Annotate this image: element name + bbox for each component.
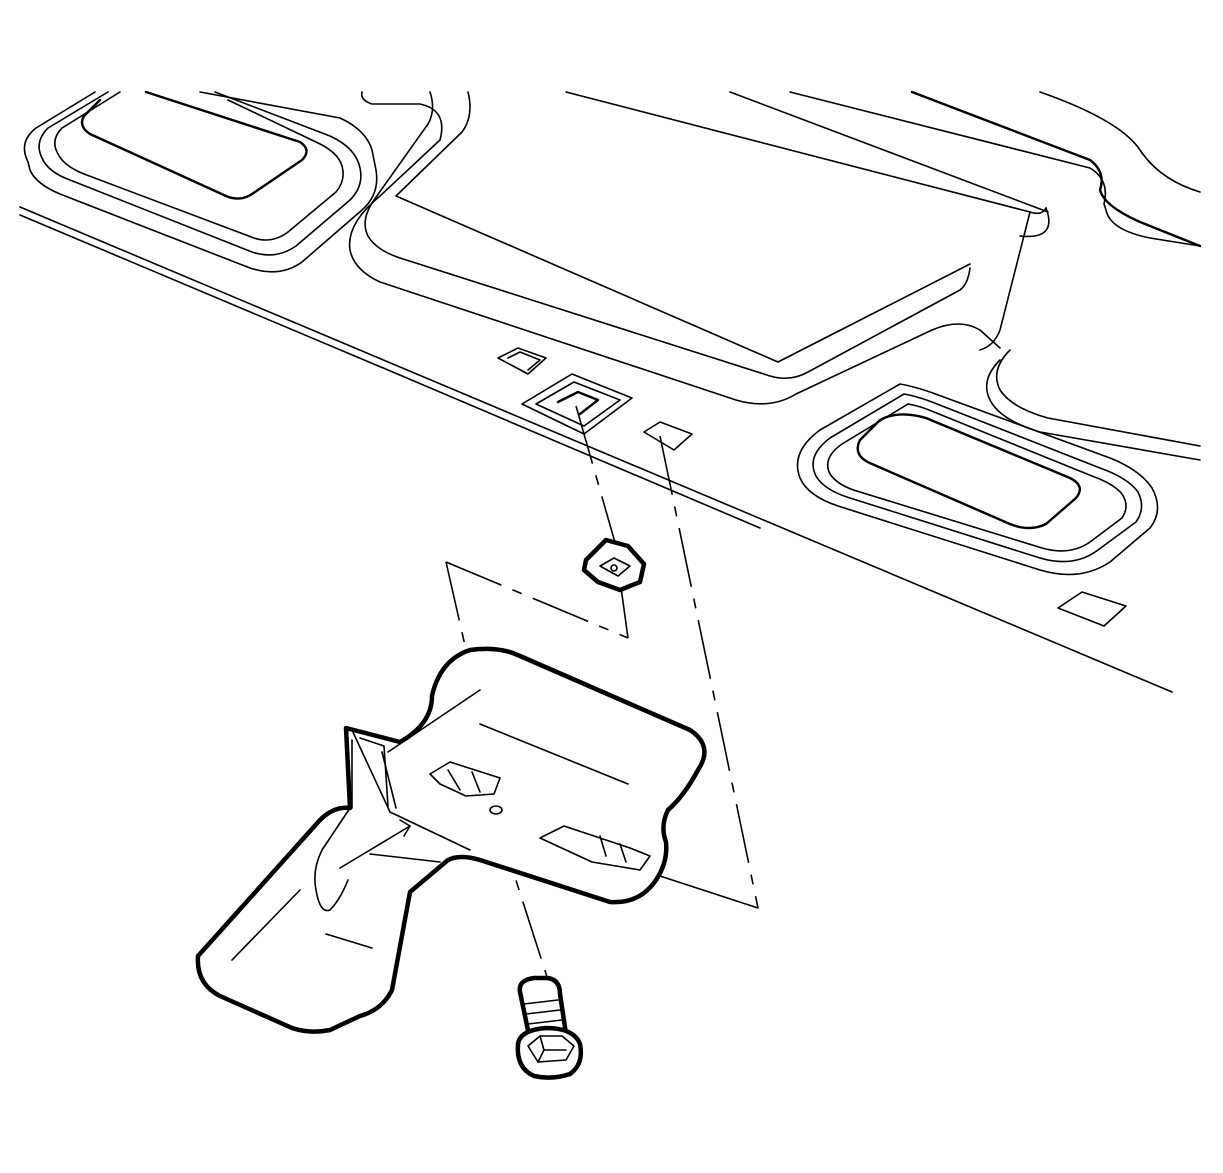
floor-panel-pocket-left <box>23 90 378 273</box>
push-nut-icon <box>581 537 647 593</box>
floor-panel-raised-center <box>348 91 1201 405</box>
floor-panel-slots <box>497 347 1127 627</box>
floor-panel-right-contour <box>910 90 1202 461</box>
hex-flange-bolt-icon <box>515 975 584 1080</box>
mounting-bracket-icon <box>195 646 707 1034</box>
floor-panel <box>19 90 1202 693</box>
floor-panel-pocket-right <box>796 383 1159 576</box>
clip-seat <box>521 373 633 435</box>
